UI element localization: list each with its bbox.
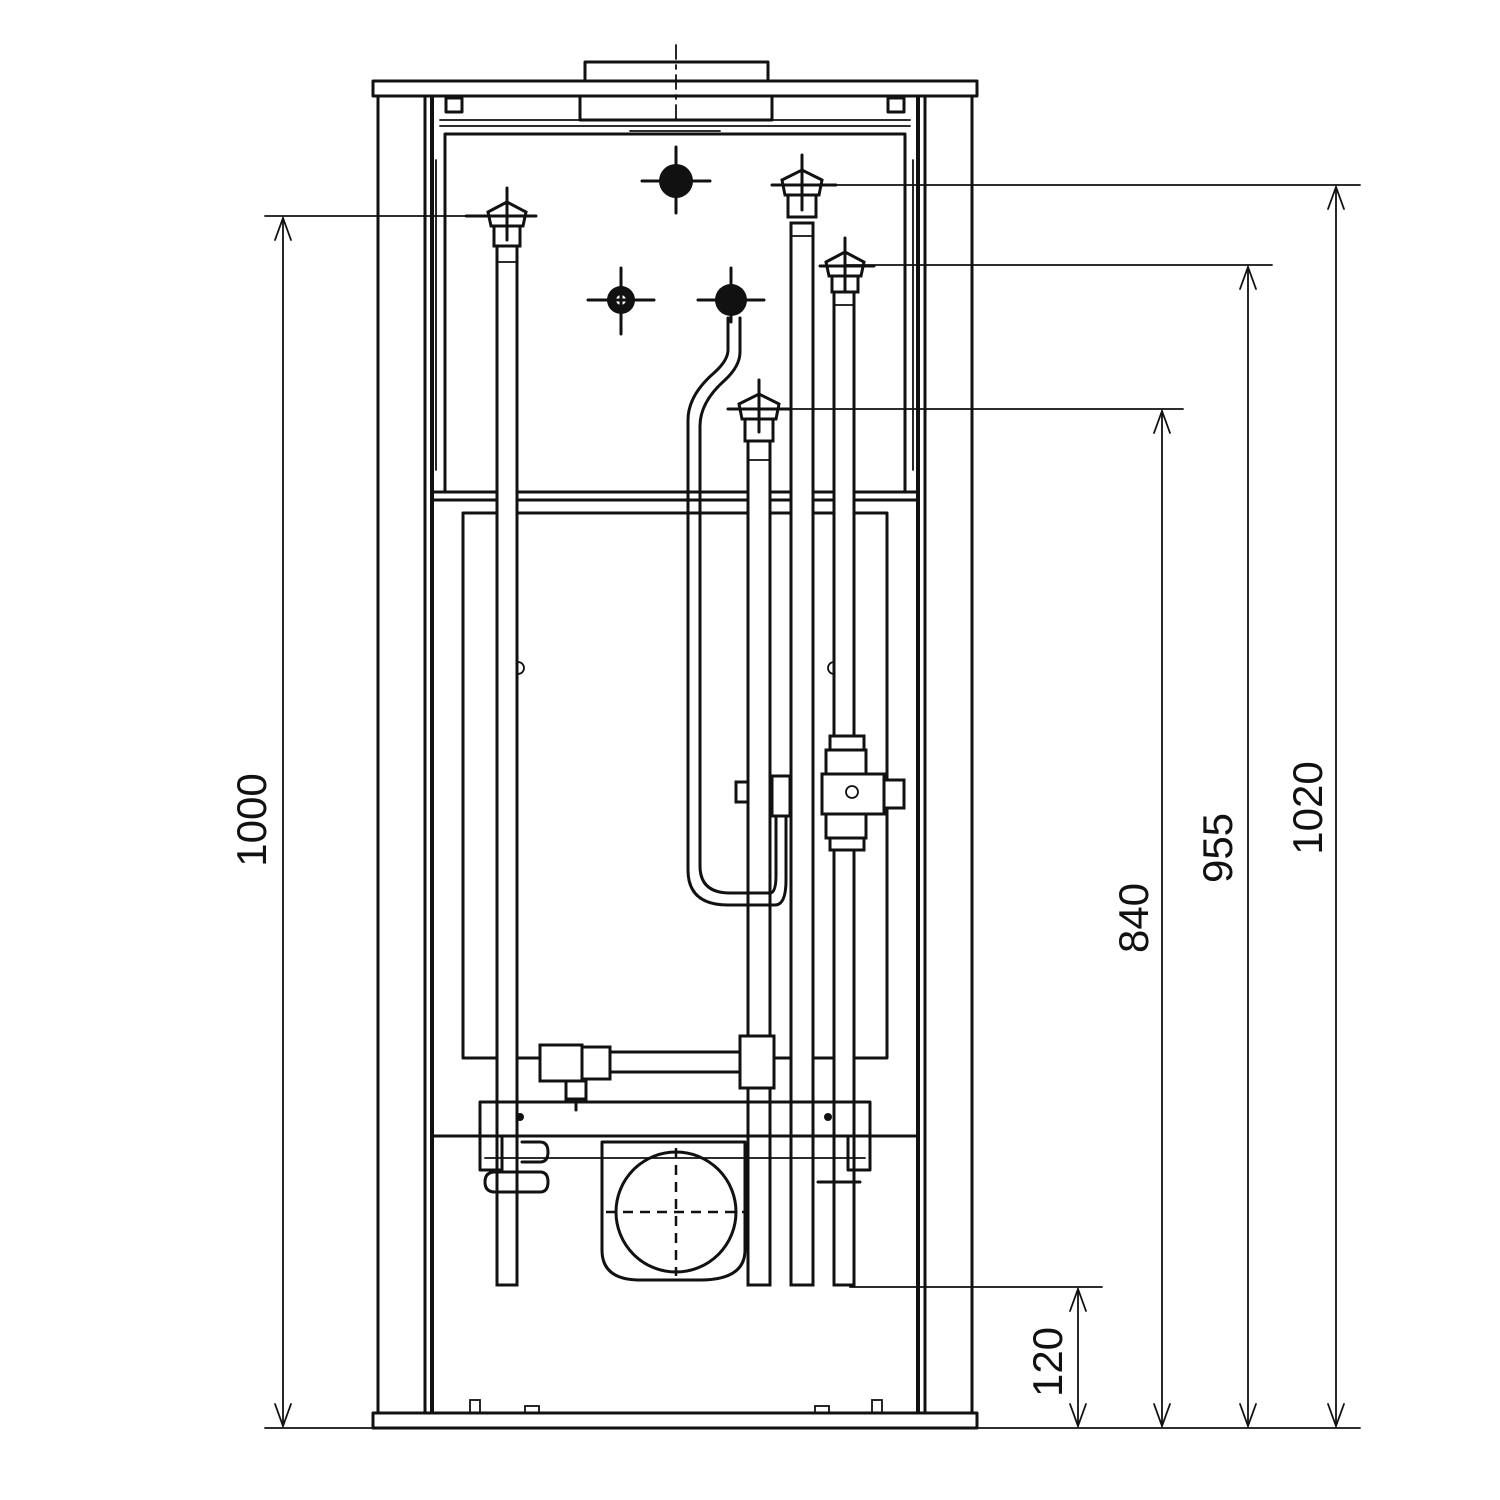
port-middle-left [586,266,656,336]
lower-valve [538,1034,776,1112]
pipe-right-1 [789,221,815,1287]
flue-connector [600,1140,747,1282]
dimension-label-120: 120 [1024,1327,1071,1397]
gas-line [686,316,788,907]
mixing-valve [734,734,906,852]
dimension-lines [264,184,1361,1429]
fitting-right-1 [770,153,838,219]
fitting-right-2 [818,236,876,294]
fitting-left [464,186,538,248]
dimension-label-1020: 1020 [1284,761,1331,854]
cabinet [371,60,979,1430]
fitting-center [726,378,792,443]
port-middle-right [696,266,766,324]
port-top-center [640,145,712,215]
pipe-left [495,243,519,1287]
dimension-label-955: 955 [1194,813,1241,883]
dimension-label-840: 840 [1110,883,1157,953]
dimension-label-1000: 1000 [228,773,275,866]
